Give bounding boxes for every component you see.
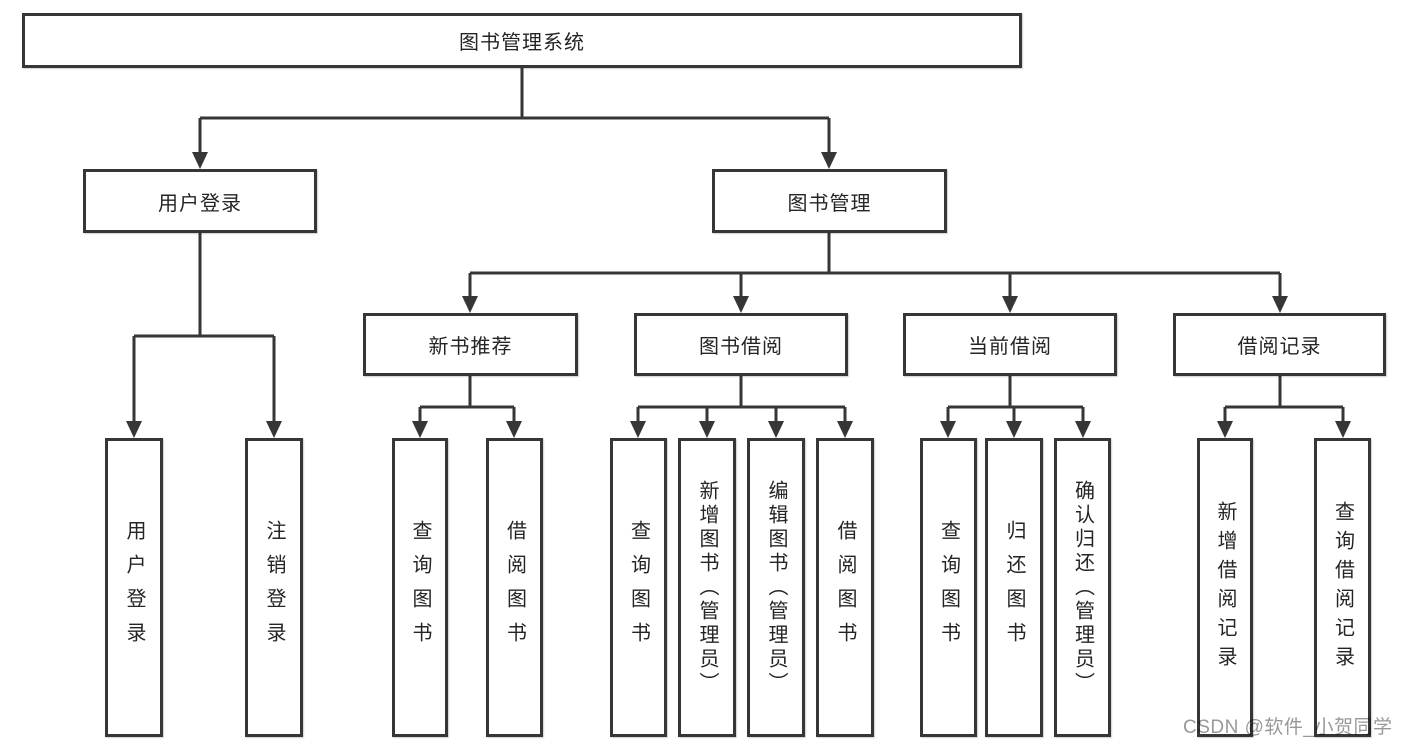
arrowhead-down-icon — [462, 296, 478, 313]
leaf-borrow-books: 借阅图书 — [816, 438, 874, 737]
arrowhead-down-icon — [768, 421, 784, 438]
arrowhead-down-icon — [1075, 421, 1091, 438]
arrowhead-down-icon — [837, 421, 853, 438]
csdn-watermark: CSDN @软件_小贺同学 — [1183, 717, 1393, 738]
leaf-return-book: 归还图书 — [985, 438, 1043, 737]
node-current-borrow: 当前借阅 — [903, 313, 1117, 376]
arrowhead-down-icon — [1217, 421, 1233, 438]
arrowhead-down-icon — [506, 421, 522, 438]
arrowhead-down-icon — [630, 421, 646, 438]
leaf-query-borrow-record: 查询借阅记录 — [1314, 438, 1371, 737]
connector-path — [132, 68, 1345, 428]
arrowhead-down-icon — [1272, 296, 1288, 313]
node-new-book-recommend: 新书推荐 — [363, 313, 578, 376]
arrowheads — [126, 152, 1351, 438]
leaf-query-books-recommend: 查询图书 — [392, 438, 448, 737]
arrowhead-down-icon — [940, 421, 956, 438]
leaf-confirm-return-admin: 确认归还（管理员） — [1054, 438, 1111, 737]
node-root: 图书管理系统 — [22, 13, 1022, 68]
leaf-add-book-admin: 新增图书（管理员） — [678, 438, 736, 737]
arrowhead-down-icon — [1002, 296, 1018, 313]
leaf-add-borrow-record: 新增借阅记录 — [1197, 438, 1253, 737]
arrowhead-down-icon — [1335, 421, 1351, 438]
leaf-logout: 注销登录 — [245, 438, 303, 737]
node-book-management: 图书管理 — [712, 169, 947, 233]
arrowhead-down-icon — [821, 152, 837, 169]
node-borrow-records: 借阅记录 — [1173, 313, 1386, 376]
leaf-edit-book-admin: 编辑图书（管理员） — [747, 438, 805, 737]
node-user-login: 用户登录 — [83, 169, 317, 233]
leaf-user-login: 用户登录 — [105, 438, 163, 737]
arrowhead-down-icon — [733, 296, 749, 313]
leaf-borrow-books-recommend: 借阅图书 — [486, 438, 543, 737]
node-book-borrow: 图书借阅 — [634, 313, 848, 376]
arrowhead-down-icon — [412, 421, 428, 438]
arrowhead-down-icon — [126, 421, 142, 438]
arrowhead-down-icon — [192, 152, 208, 169]
leaf-query-books-current: 查询图书 — [920, 438, 977, 737]
arrowhead-down-icon — [1006, 421, 1022, 438]
arrowhead-down-icon — [266, 421, 282, 438]
arrowhead-down-icon — [699, 421, 715, 438]
leaf-query-books-borrow: 查询图书 — [610, 438, 667, 737]
